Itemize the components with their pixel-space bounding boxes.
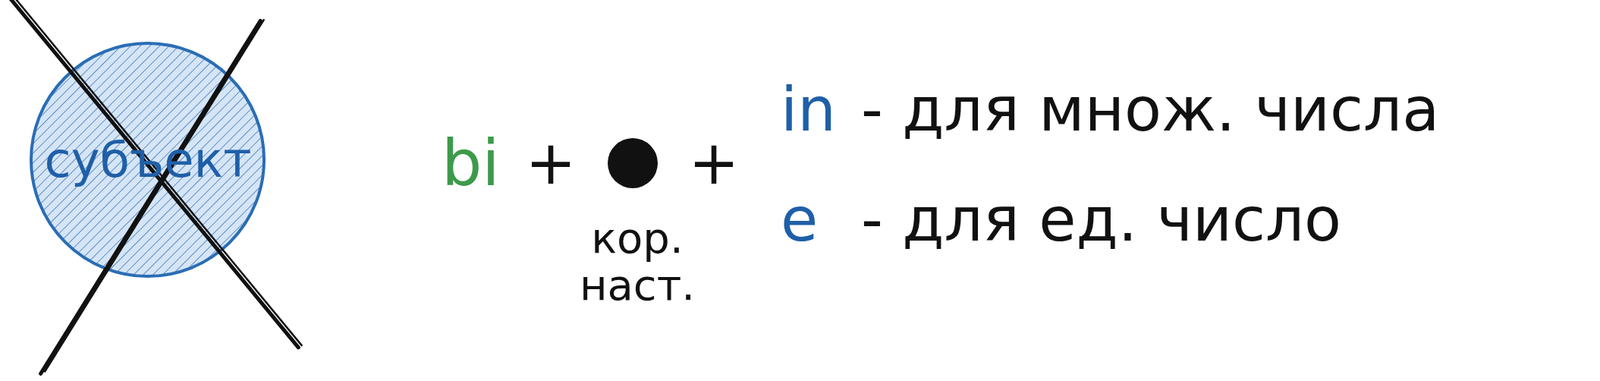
suffix-e: e <box>780 186 818 254</box>
cross-out-mark <box>11 0 303 375</box>
root-note: кор. наст. <box>579 214 695 309</box>
crossed-circle: субъект <box>28 40 267 279</box>
prefix-bi: bi <box>441 128 500 199</box>
root-dot <box>607 138 658 189</box>
plus-sign: + <box>524 129 576 197</box>
subject-text: субъект <box>44 132 252 189</box>
suffix-note: - для множ. числа <box>861 76 1440 144</box>
suffix-in: in <box>780 76 837 144</box>
cross-out-mark <box>11 0 303 375</box>
plus-sign: + <box>688 129 739 197</box>
suffix-note: - для ед. число <box>861 186 1342 254</box>
